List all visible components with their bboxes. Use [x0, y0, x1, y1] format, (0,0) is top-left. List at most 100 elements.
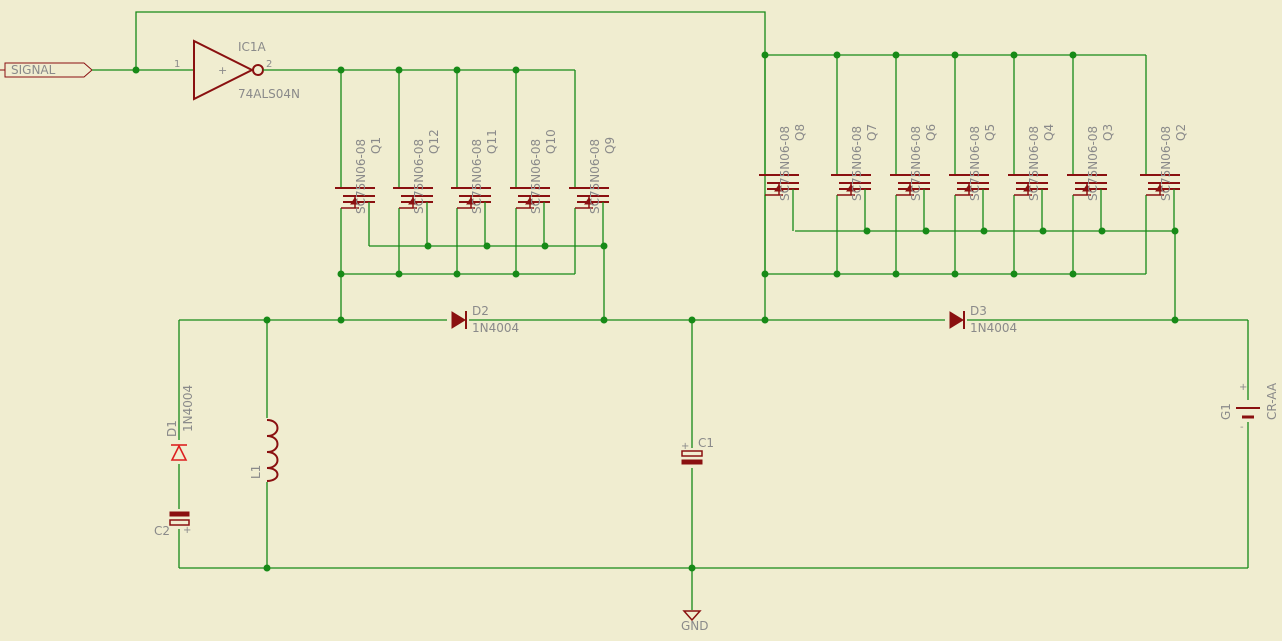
junctions	[263, 51, 1179, 572]
mosfet-name: Q7	[865, 124, 879, 141]
junction	[688, 564, 696, 572]
battery-g1-name: G1	[1219, 403, 1233, 420]
mosfet-value: SC75N06-08	[1159, 126, 1173, 201]
mosfet-value: SC75N06-08	[1086, 126, 1100, 201]
mosfet-name: Q11	[485, 129, 499, 154]
mosfet-value: SC75N06-08	[588, 139, 602, 214]
inverter-ic1a[interactable]: + 1 2 IC1A 74ALS04N	[174, 39, 300, 101]
capacitor-c2-plus: +	[183, 525, 191, 536]
junction	[132, 66, 140, 74]
junction	[761, 316, 769, 324]
junction	[892, 51, 900, 59]
signal-label: SIGNAL	[11, 63, 56, 77]
mosfet-name: Q6	[924, 124, 938, 141]
junction	[512, 66, 520, 74]
junction	[337, 270, 345, 278]
junction	[453, 270, 461, 278]
junction	[1010, 51, 1018, 59]
inductor-l1-name: L1	[249, 465, 263, 479]
inductor-l1[interactable]: L1	[249, 418, 280, 482]
junction	[600, 242, 608, 250]
main-wires	[178, 319, 1249, 610]
junction	[1171, 316, 1179, 324]
mosfet-value: SC75N06-08	[470, 139, 484, 214]
junction	[453, 66, 461, 74]
junction	[980, 227, 988, 235]
diode-d2[interactable]: D2 1N4004	[447, 304, 519, 335]
junction	[833, 270, 841, 278]
battery-g1-value: CR-AA	[1265, 382, 1279, 420]
diode-d3-value: 1N4004	[970, 321, 1017, 335]
capacitor-c1-plus: +	[681, 441, 689, 452]
diode-d3-name: D3	[970, 304, 987, 318]
diode-d2-value: 1N4004	[472, 321, 519, 335]
mosfet-value: SC75N06-08	[968, 126, 982, 201]
diode-d1[interactable]: D1 1N4004	[165, 385, 195, 464]
mosfet-name: Q1	[369, 137, 383, 154]
junction	[833, 51, 841, 59]
battery-plus: +	[1239, 382, 1247, 393]
junction	[922, 227, 930, 235]
inverter-name: IC1A	[238, 40, 267, 54]
mosfet-value: SC75N06-08	[354, 139, 368, 214]
junction	[1039, 227, 1047, 235]
mosfet-value: SC75N06-08	[909, 126, 923, 201]
inverter-plus: +	[218, 64, 227, 77]
ground-symbol[interactable]: GND	[681, 610, 709, 633]
diode-d1-value: 1N4004	[181, 385, 195, 432]
mosfet-name: Q12	[427, 129, 441, 154]
junction	[263, 564, 271, 572]
mosfet-value: SC75N06-08	[1027, 126, 1041, 201]
junction	[483, 242, 491, 250]
mosfet-value: SC75N06-08	[412, 139, 426, 214]
mosfet-name: Q9	[603, 137, 617, 154]
inverter-value: 74ALS04N	[238, 87, 300, 101]
capacitor-c2[interactable]: C2 +	[154, 509, 191, 538]
junction	[863, 227, 871, 235]
junction	[541, 242, 549, 250]
inverter-pin-out: 2	[266, 59, 272, 70]
junction	[424, 242, 432, 250]
junction	[395, 270, 403, 278]
mosfet-name: Q3	[1101, 124, 1115, 141]
ground-label: GND	[681, 619, 709, 633]
junction	[951, 270, 959, 278]
mosfet-name: Q8	[793, 124, 807, 141]
junction	[761, 270, 769, 278]
capacitor-c1[interactable]: C1 +	[680, 436, 714, 468]
mosfet-value: SC75N06-08	[850, 126, 864, 201]
diode-d3[interactable]: D3 1N4004	[945, 304, 1017, 335]
junction	[1010, 270, 1018, 278]
junction	[1171, 227, 1179, 235]
mosfet-name: Q4	[1042, 124, 1056, 141]
battery-minus: -	[1240, 422, 1244, 433]
mosfet-name: Q2	[1174, 124, 1188, 141]
junction	[512, 270, 520, 278]
mosfet-name: Q5	[983, 124, 997, 141]
junction	[892, 270, 900, 278]
junction	[337, 66, 345, 74]
inverter-pin-in: 1	[174, 59, 180, 70]
capacitor-c1-name: C1	[698, 436, 714, 450]
junction	[688, 316, 696, 324]
junction	[337, 316, 345, 324]
junction	[263, 316, 271, 324]
junction	[951, 51, 959, 59]
battery-g1[interactable]: + - G1 CR-AA	[1219, 382, 1279, 433]
signal-port[interactable]: SIGNAL	[0, 62, 93, 78]
